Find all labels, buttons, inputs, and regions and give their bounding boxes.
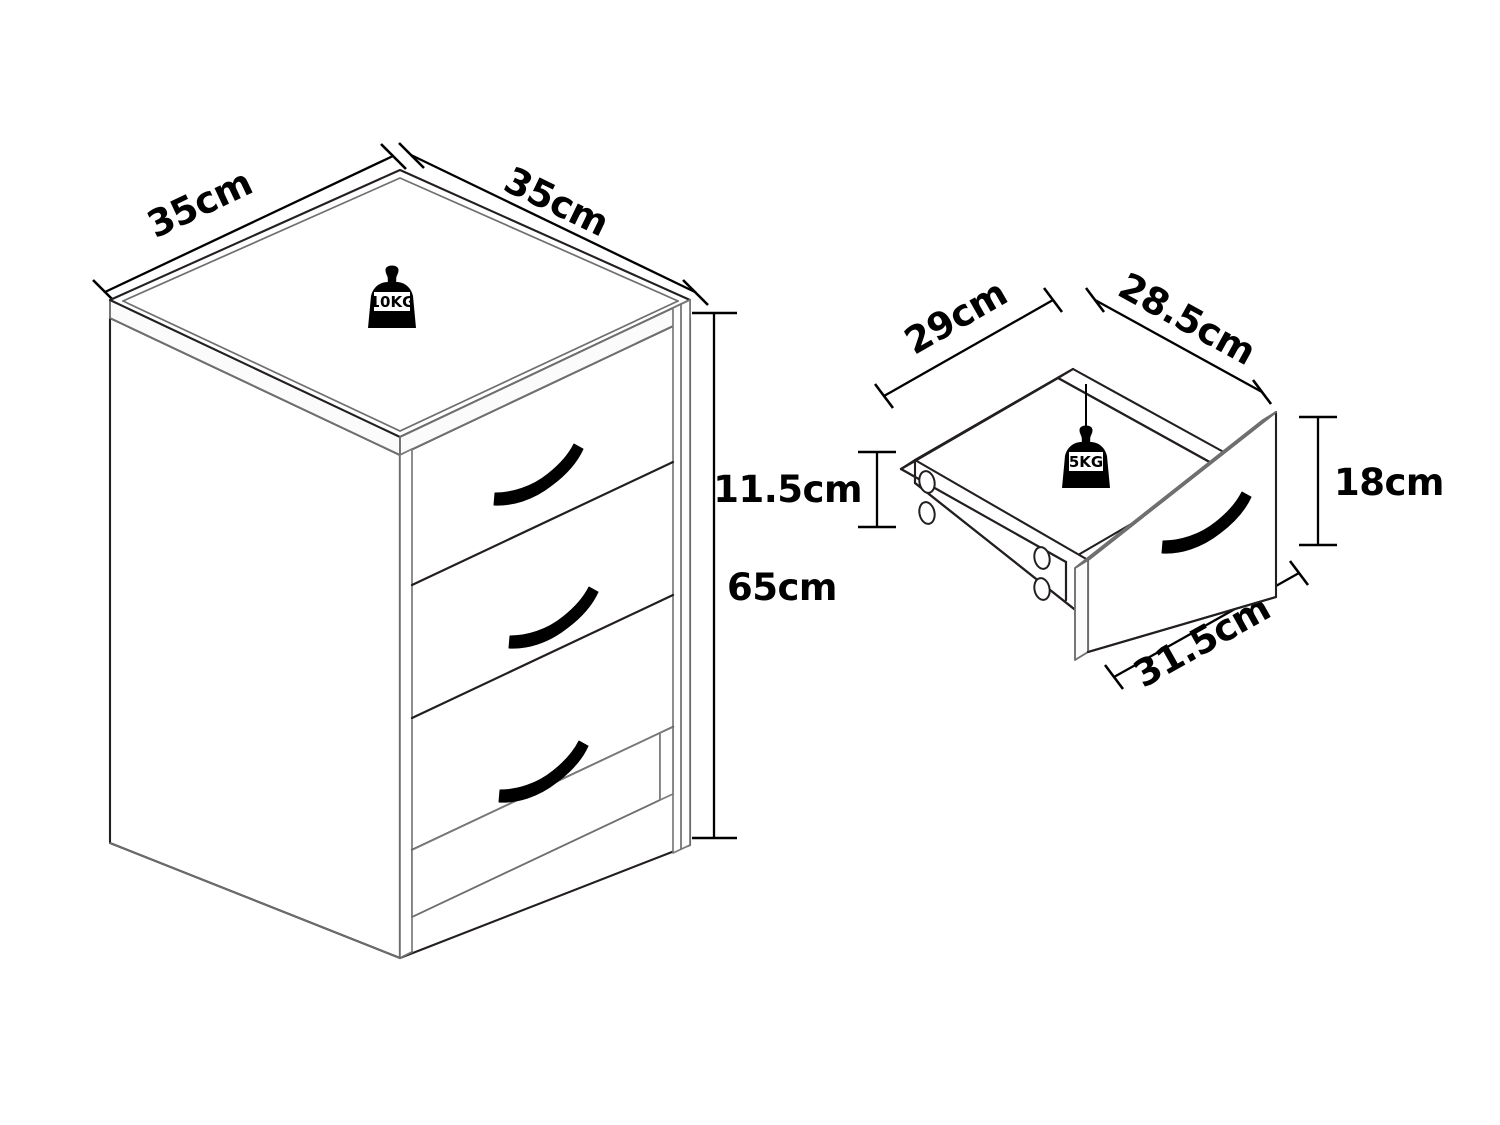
dimension-drawer-inner-height: 11.5cm <box>713 450 896 529</box>
dimension-label-65cm: 65cm <box>727 566 837 609</box>
drawer-front-panel-bottom-line <box>1086 595 1278 654</box>
dimension-drawer-inner-width: 28.5cm <box>1084 264 1273 405</box>
dimension-label-35cm-left: 35cm <box>141 161 259 247</box>
weight-label-5kg: 5KG <box>1069 453 1103 471</box>
dimension-label-29cm: 29cm <box>897 271 1014 363</box>
drawer-front-handle[interactable] <box>1161 491 1252 554</box>
dimension-label-28-5cm: 28.5cm <box>1111 264 1262 373</box>
weight-label-plate <box>1069 452 1103 471</box>
screw-hole-back-lower <box>918 501 936 525</box>
cabinet-base-left-line <box>109 842 401 959</box>
dimension-label-11-5cm: 11.5cm <box>713 468 862 511</box>
dimension-drawer-depth: 29cm <box>873 271 1064 409</box>
weight-label-10kg: 10KG <box>370 293 415 311</box>
cabinet-drawer-seam-1 <box>410 460 675 587</box>
dimension-drawer-front-height: 18cm <box>1299 415 1444 547</box>
cabinet-top-bevel-left <box>122 177 679 302</box>
screw-hole-front-lower <box>1033 577 1051 601</box>
cabinet-front-corner-foot <box>399 951 413 959</box>
cabinet-handles-group <box>493 443 599 803</box>
screw-hole-back-upper <box>918 470 936 494</box>
drawer-front-panel-edge <box>1074 559 1089 661</box>
drawer-handle-middle[interactable] <box>508 586 599 649</box>
drawer-handle-top[interactable] <box>493 443 584 506</box>
dimension-cabinet-height: 65cm <box>692 311 837 840</box>
cabinet-front-corner-stile <box>399 448 413 959</box>
cabinet-top-bevel-front <box>122 300 679 432</box>
cabinet-view: 35cm 35cm 65cm <box>92 142 837 960</box>
cabinet-plinth-right-return <box>659 726 674 801</box>
drawer-left-wall-lower-edge <box>913 481 1090 622</box>
cabinet-drawer-seam-2 <box>410 593 675 720</box>
cabinet-top-load-indicator: 10KG <box>368 265 416 328</box>
drawer-front-panel-top-edge <box>1074 411 1277 569</box>
cabinet-plinth-bottom-line <box>411 799 661 918</box>
dimension-label-18cm: 18cm <box>1334 461 1444 504</box>
screw-hole-front-upper <box>1033 546 1051 570</box>
drawer-screw-holes-group <box>918 470 1051 601</box>
drawer-view: 29cm 28.5cm 11.5cm 18cm <box>713 264 1444 696</box>
weight-label-plate <box>374 292 410 311</box>
drawer-load-indicator: 5KG <box>1062 384 1110 488</box>
drawer-handle-bottom[interactable] <box>498 740 589 803</box>
drawer-inner-seam-back <box>899 376 1226 472</box>
